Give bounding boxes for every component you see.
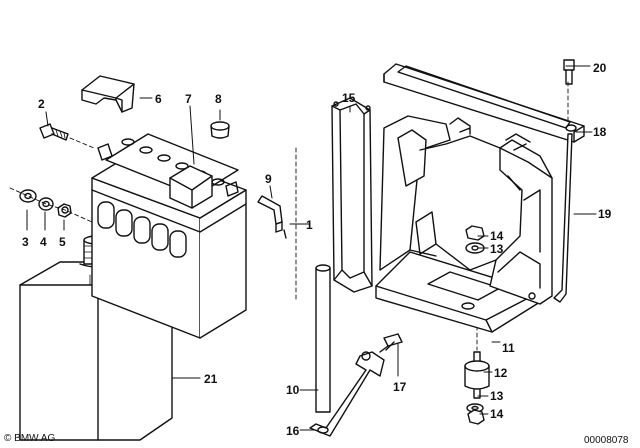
label-part-14-upper: 14 [490, 229, 504, 243]
elbow-fitting [257, 195, 283, 233]
tie-rod [553, 133, 573, 303]
label-part-11: 11 [502, 341, 515, 355]
assembly-lines [9, 81, 569, 351]
label-part-21: 21 [204, 372, 218, 386]
label-part-13-lower: 13 [490, 389, 504, 403]
label-part-3: 3 [22, 235, 29, 249]
drawing-number: 00008078 [584, 435, 629, 446]
label-part-18: 18 [593, 125, 607, 139]
retaining-strap [383, 63, 585, 143]
label-part-16: 16 [286, 424, 300, 438]
screw [563, 59, 575, 85]
leader-lines [26, 65, 597, 431]
label-part-12: 12 [494, 366, 508, 380]
label-part-17: 17 [393, 380, 407, 394]
bolt [39, 123, 69, 141]
battery-carrier [375, 115, 553, 333]
strap-bracket [331, 97, 373, 293]
screw [379, 333, 403, 353]
label-part-10: 10 [286, 383, 300, 397]
battery [91, 133, 247, 339]
label-part-5: 5 [59, 235, 66, 249]
copyright-notice: © BMW AG [4, 433, 56, 444]
rod [315, 264, 331, 413]
label-part-15: 15 [342, 91, 356, 105]
label-part-7: 7 [185, 92, 192, 106]
terminal-cover [81, 75, 135, 113]
label-part-14-lower: 14 [490, 407, 504, 421]
label-part-2: 2 [38, 97, 45, 111]
label-part-20: 20 [593, 61, 607, 75]
label-part-4: 4 [40, 235, 47, 249]
cap [210, 121, 230, 139]
label-part-9: 9 [265, 172, 272, 186]
bracket [309, 351, 385, 437]
label-part-8: 8 [215, 92, 222, 106]
vent-hose [283, 229, 287, 239]
label-part-6: 6 [155, 92, 162, 106]
label-part-13-upper: 13 [490, 242, 504, 256]
label-part-1: 1 [306, 218, 313, 232]
label-part-19: 19 [598, 207, 612, 221]
